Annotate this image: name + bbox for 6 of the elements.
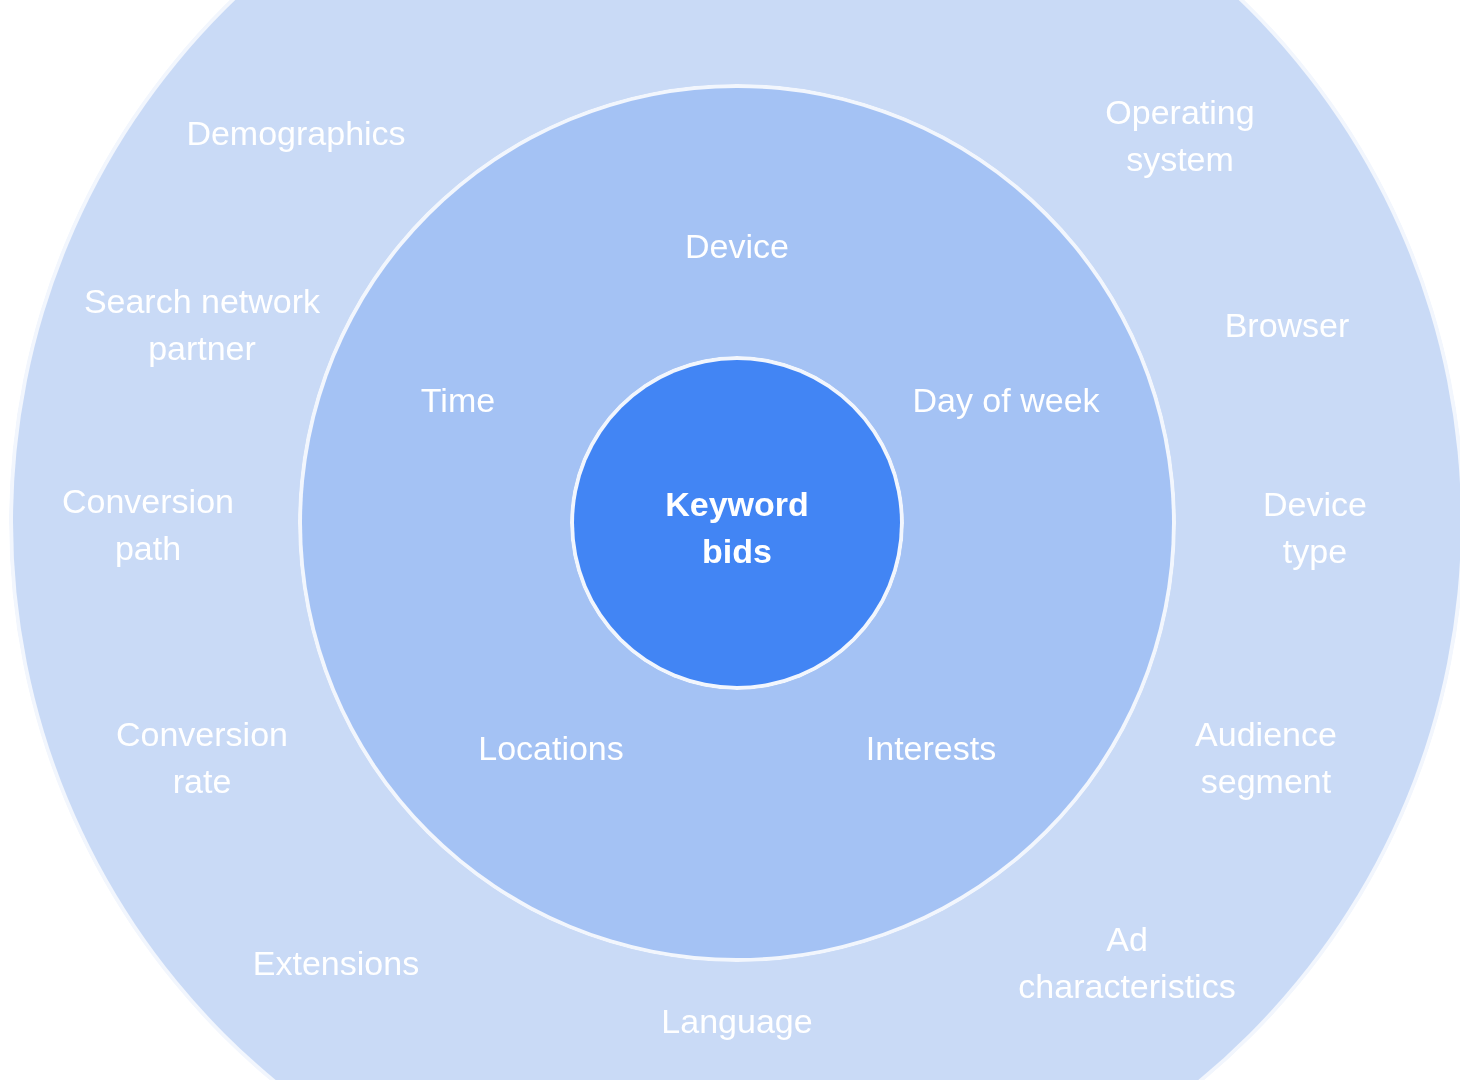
- factor-label: Locations: [477, 727, 625, 769]
- factor-label: Day of week: [911, 379, 1101, 421]
- factor-label: Interests: [864, 727, 998, 769]
- factor-label: Time: [419, 379, 497, 421]
- factor-label: Device: [684, 225, 790, 267]
- center-label: Keyword bids: [664, 484, 810, 572]
